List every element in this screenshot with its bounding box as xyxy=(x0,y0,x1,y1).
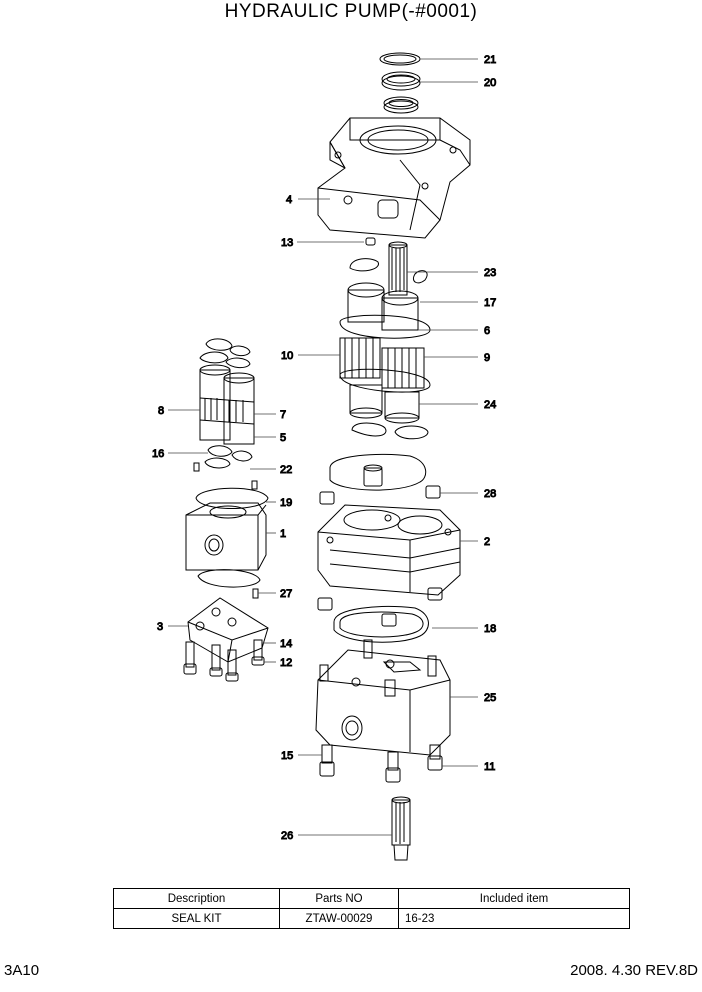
callout-26: 26 xyxy=(281,830,293,842)
part-23-drive-shaft xyxy=(388,241,408,296)
seal-wire-lower xyxy=(351,422,429,440)
table-header-row: Description Parts NO Included item xyxy=(113,888,630,909)
callout-9: 9 xyxy=(484,352,490,364)
part-17-back-up-ring xyxy=(349,258,428,284)
callout-4: 4 xyxy=(286,194,292,206)
cell-included-item: 16-23 xyxy=(398,908,630,929)
part-25-rear-body xyxy=(315,639,451,756)
callout-11: 11 xyxy=(484,761,495,773)
callout-10: 10 xyxy=(281,350,293,362)
part-13-pin xyxy=(365,237,376,246)
part-12-bolts-left xyxy=(183,639,265,682)
part-24-bushing-lower xyxy=(339,368,431,424)
date-revision: 2008. 4.30 REV.8D xyxy=(570,962,698,979)
part-4-front-cover xyxy=(317,117,471,239)
part-28-bushing-seal xyxy=(319,453,441,505)
callout-28: 28 xyxy=(484,488,496,500)
callout-23: 23 xyxy=(484,267,496,279)
cell-parts-no: ZTAW-00029 xyxy=(279,908,399,929)
part-1-body-left xyxy=(185,502,267,571)
callout-12: 12 xyxy=(280,657,292,669)
callout-15: 15 xyxy=(281,750,293,762)
callout-5: 5 xyxy=(280,432,286,444)
part-8-gear-left xyxy=(199,364,255,445)
page-code: 3A10 xyxy=(4,962,40,979)
callout-7: 7 xyxy=(280,409,286,421)
callout-21: 21 xyxy=(484,54,496,66)
callout-25: 25 xyxy=(484,692,496,704)
table-row: SEAL KIT ZTAW-00029 16-23 xyxy=(113,908,630,929)
part-19-o-ring xyxy=(195,487,269,509)
header-included-item: Included item xyxy=(398,888,630,909)
callout-8: 8 xyxy=(158,405,164,417)
part-16-22-seals-left xyxy=(193,445,258,490)
header-parts-no: Parts NO xyxy=(279,888,399,909)
part-27-pin xyxy=(252,588,259,599)
part-20-oil-seal xyxy=(381,71,421,91)
callout-17: 17 xyxy=(484,297,496,309)
callout-24: 24 xyxy=(484,399,496,411)
part-18-seal-ring xyxy=(317,587,443,643)
part-26-drive-shaft xyxy=(391,796,411,861)
callout-20: 20 xyxy=(484,77,496,89)
callout-6: 6 xyxy=(484,325,490,337)
part-6-bushing xyxy=(339,282,431,339)
header-description: Description xyxy=(113,888,280,909)
callout-14: 14 xyxy=(280,638,292,650)
part-15-11-bolts-center xyxy=(319,744,443,783)
callout-2: 2 xyxy=(484,536,490,548)
callout-19: 19 xyxy=(280,497,292,509)
callout-18: 18 xyxy=(484,623,496,635)
callout-22: 22 xyxy=(280,464,292,476)
cell-description: SEAL KIT xyxy=(113,908,280,929)
callout-27: 27 xyxy=(280,588,292,600)
part-2-body-center xyxy=(317,504,461,596)
page-title: HYDRAULIC PUMP(-#0001) xyxy=(224,1,478,22)
left-seal-wires-top xyxy=(199,338,251,369)
seal-kit-table: Description Parts NO Included item SEAL … xyxy=(113,888,630,929)
leader-lines xyxy=(168,58,478,836)
callout-16: 16 xyxy=(152,448,164,460)
callout-1: 1 xyxy=(280,528,286,540)
part-21-snap-ring xyxy=(379,52,421,66)
seal-ring xyxy=(383,96,419,114)
callout-13: 13 xyxy=(281,237,293,249)
part-9-gear xyxy=(339,337,425,389)
callout-3: 3 xyxy=(157,621,163,633)
seal-wire-below-body xyxy=(197,569,261,588)
